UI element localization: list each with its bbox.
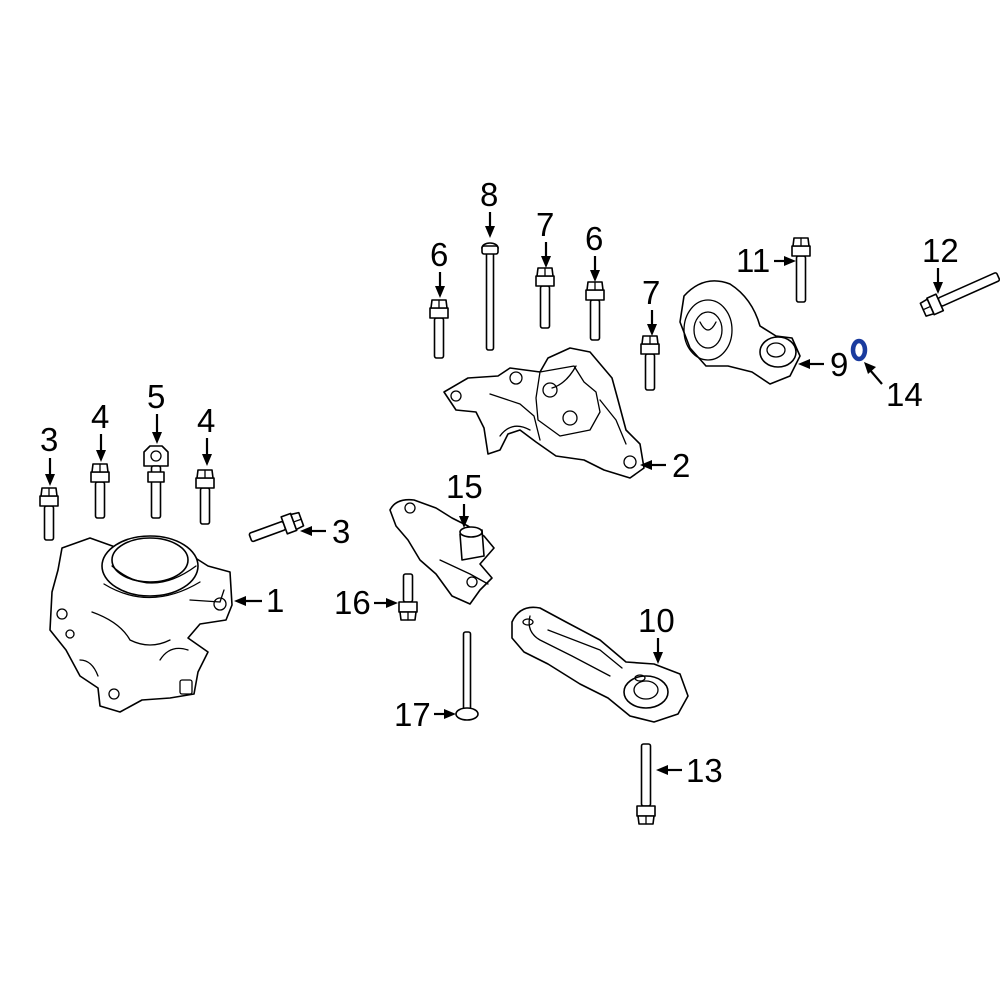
bolt-part-7-left bbox=[535, 267, 555, 329]
callout-8: 8 bbox=[480, 176, 498, 213]
callout-4-right: 4 bbox=[197, 402, 215, 439]
leader-part-5 bbox=[152, 414, 162, 444]
mount-bracket-part-2 bbox=[443, 347, 645, 479]
callout-17: 17 bbox=[394, 696, 431, 733]
callout-3-vertical: 3 bbox=[40, 421, 58, 458]
leader-part-7-right bbox=[647, 310, 657, 336]
bolt-part-4-left bbox=[90, 463, 110, 519]
bracket-part-15 bbox=[389, 498, 495, 605]
callout-7-right: 7 bbox=[642, 274, 660, 311]
leader-part-4-right bbox=[202, 438, 212, 466]
bolt-part-4-right bbox=[195, 469, 215, 525]
stud-part-5 bbox=[143, 445, 169, 519]
bolt-part-7-right bbox=[640, 335, 660, 391]
callout-12: 12 bbox=[922, 232, 959, 269]
leader-part-15 bbox=[459, 504, 469, 528]
leader-part-2 bbox=[640, 460, 666, 470]
leader-part-12 bbox=[933, 268, 943, 294]
engine-mount-part-1 bbox=[49, 535, 233, 713]
callout-2: 2 bbox=[672, 447, 690, 484]
callout-5: 5 bbox=[147, 378, 165, 415]
leader-part-3-vertical bbox=[45, 458, 55, 486]
insulator-part-9 bbox=[679, 280, 801, 385]
leader-part-6-left bbox=[435, 272, 445, 298]
leader-part-14 bbox=[864, 362, 883, 385]
leader-part-9 bbox=[798, 359, 824, 369]
callout-7-left: 7 bbox=[536, 206, 554, 243]
leader-part-16 bbox=[374, 598, 398, 608]
bolt-part-3-angled bbox=[248, 509, 306, 543]
leader-part-4-left bbox=[96, 434, 106, 462]
leader-part-11 bbox=[774, 256, 796, 266]
callout-10: 10 bbox=[638, 602, 675, 639]
callout-13: 13 bbox=[686, 752, 723, 789]
long-bolt-part-17 bbox=[455, 631, 479, 721]
callout-3-angled: 3 bbox=[332, 513, 350, 550]
leader-part-1 bbox=[234, 596, 262, 606]
leader-part-8 bbox=[485, 212, 495, 238]
long-bolt-part-8 bbox=[481, 242, 499, 351]
leader-part-3-angled bbox=[300, 526, 326, 536]
washer-part-14 bbox=[850, 338, 868, 362]
callout-11: 11 bbox=[736, 242, 770, 279]
callout-16: 16 bbox=[334, 584, 371, 621]
bolt-part-12 bbox=[918, 272, 1000, 319]
bolt-part-11 bbox=[791, 237, 811, 303]
bolt-part-6-right bbox=[585, 281, 605, 341]
callout-6-left: 6 bbox=[430, 236, 448, 273]
leader-part-13 bbox=[656, 765, 682, 775]
bolt-part-13 bbox=[636, 743, 656, 825]
leader-part-17 bbox=[434, 709, 456, 719]
callout-6-right: 6 bbox=[585, 220, 603, 257]
callout-9: 9 bbox=[830, 346, 848, 383]
bolt-part-6-left bbox=[429, 299, 449, 359]
bolt-part-3-vertical bbox=[39, 487, 59, 541]
callout-15: 15 bbox=[446, 468, 483, 505]
leader-part-6-right bbox=[590, 256, 600, 282]
leader-part-7-left bbox=[541, 242, 551, 268]
callout-4-left: 4 bbox=[91, 398, 109, 435]
callout-1: 1 bbox=[266, 582, 284, 619]
torque-rod-part-10 bbox=[511, 606, 689, 723]
callout-14: 14 bbox=[886, 376, 923, 413]
leader-part-10 bbox=[653, 638, 663, 664]
bolt-part-16 bbox=[398, 573, 418, 621]
